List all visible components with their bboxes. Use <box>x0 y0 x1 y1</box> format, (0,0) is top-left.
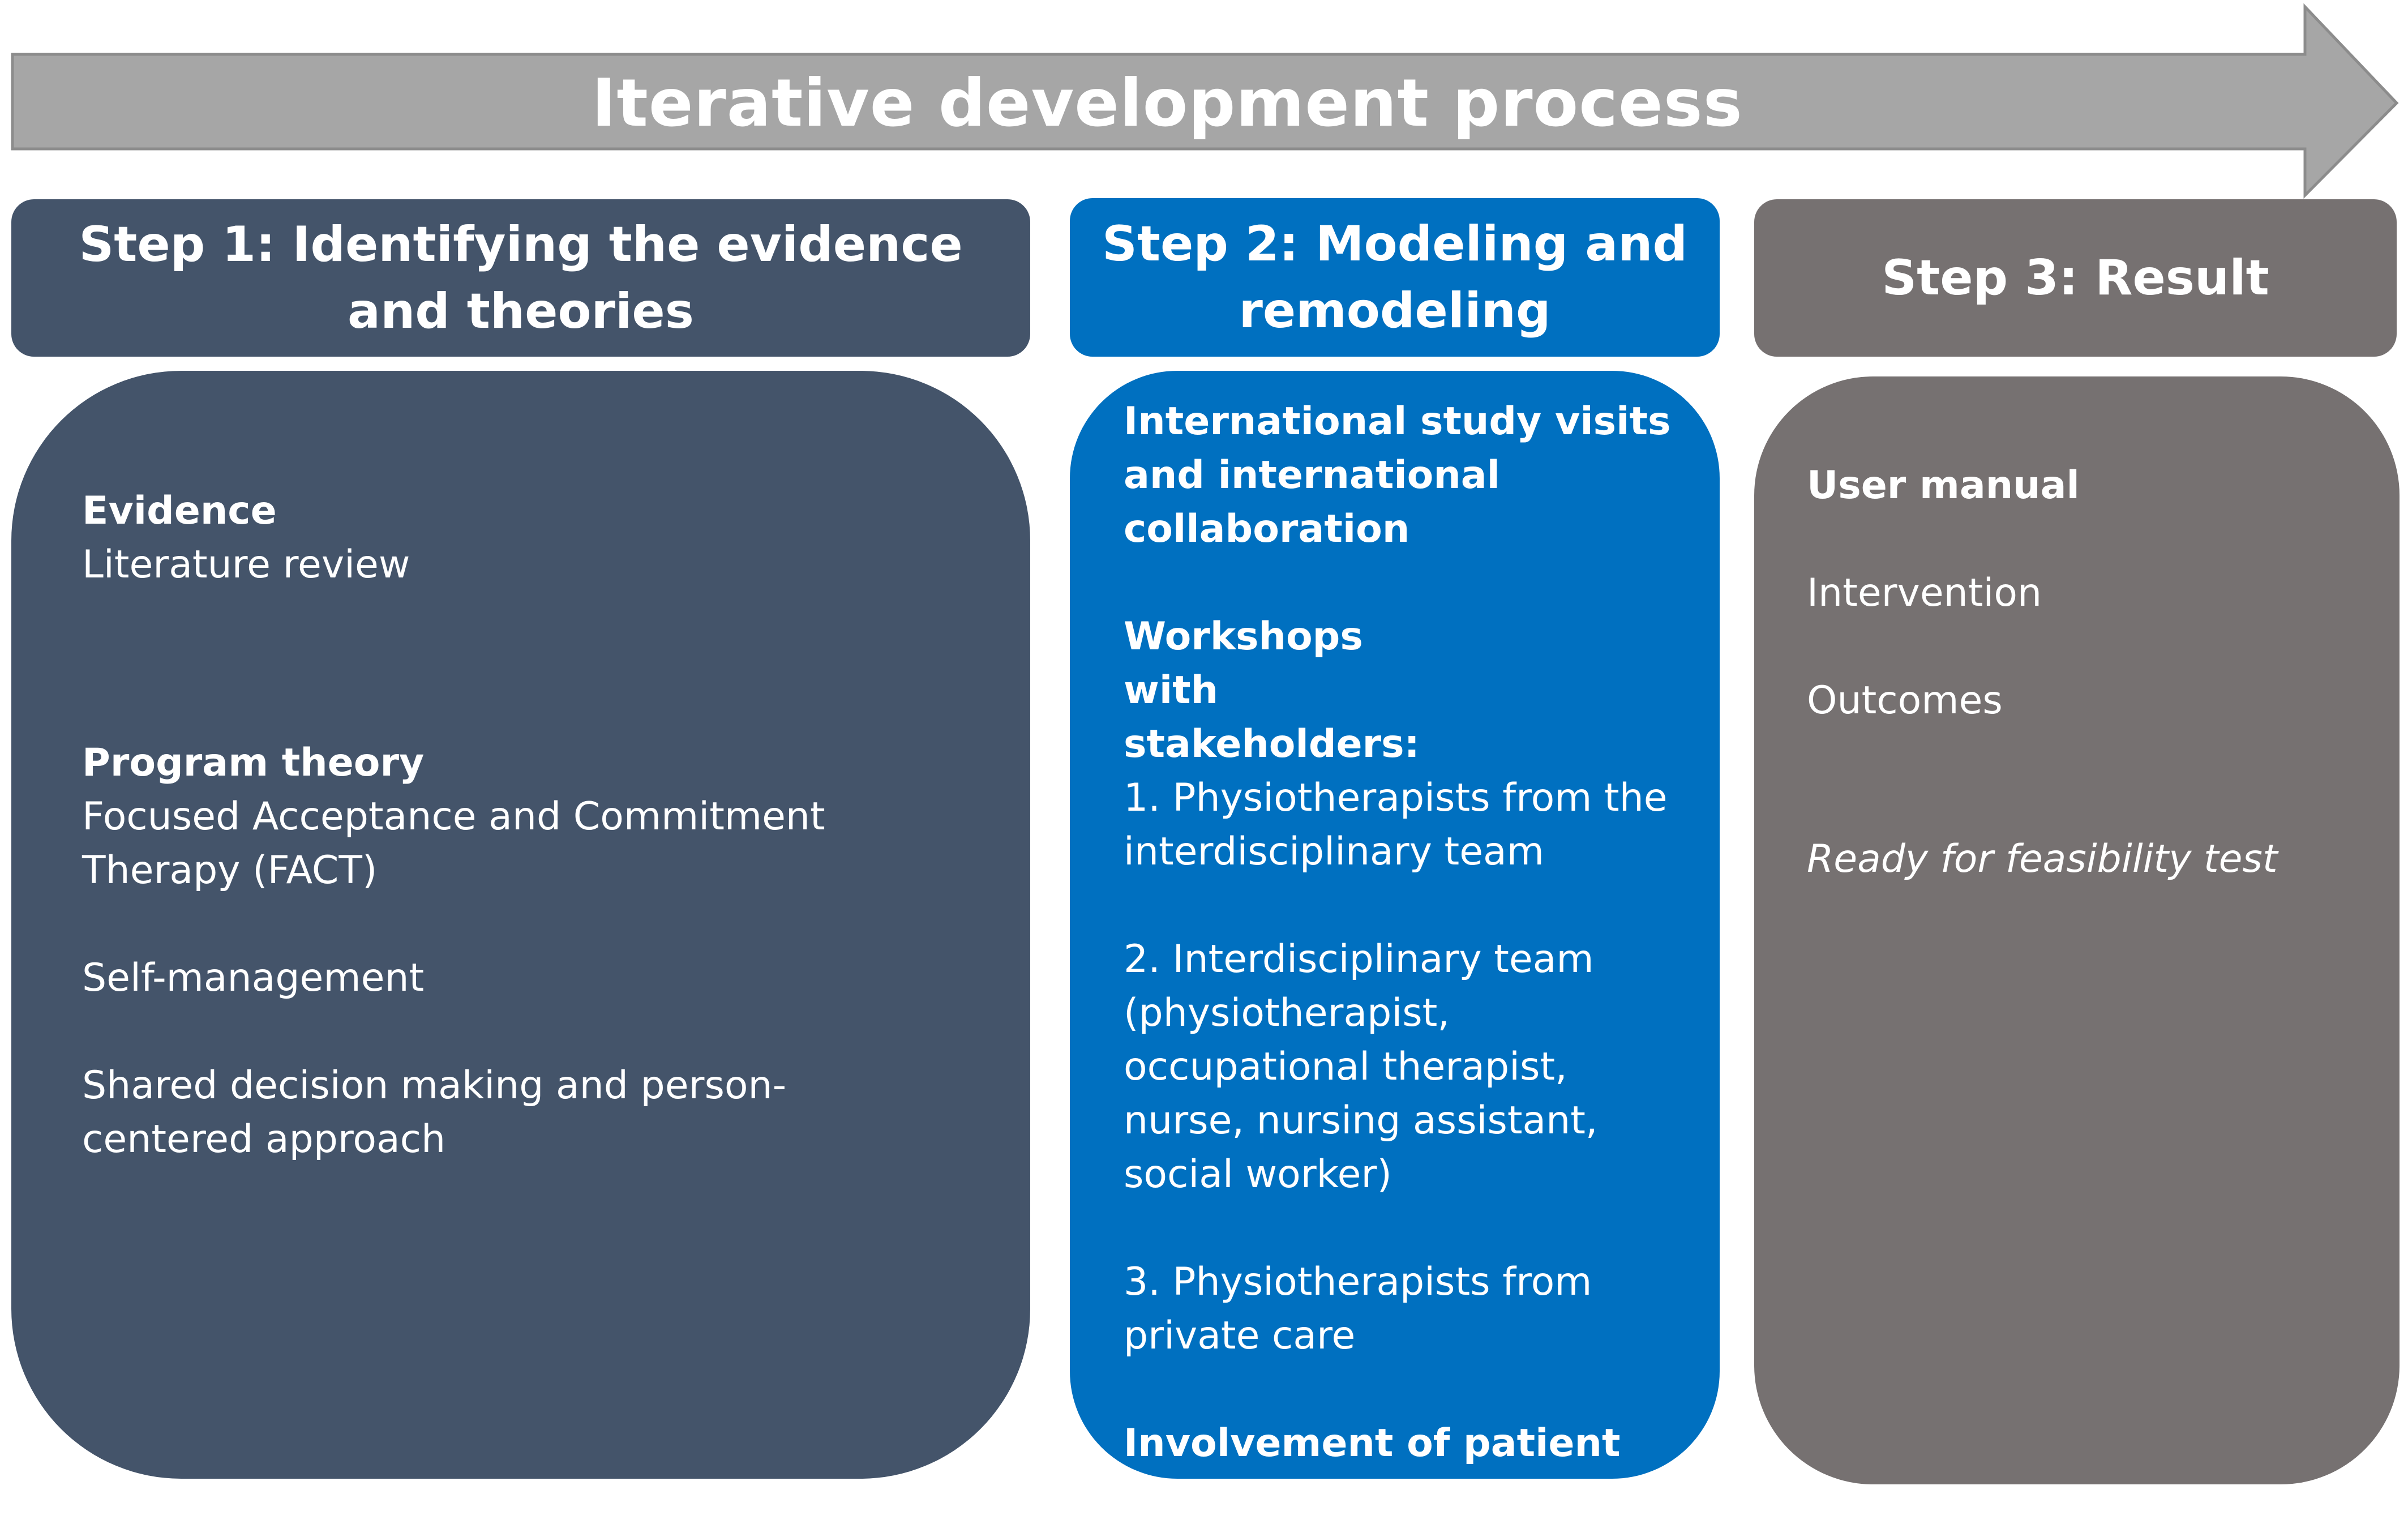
workshops-heading: Workshops with stakeholders: <box>1124 614 1420 767</box>
step-1-header: Step 1: Identifying the evidence and the… <box>11 199 1030 357</box>
step-2-header: Step 2: Modeling and remodeling <box>1070 198 1720 357</box>
outcomes-text: Outcomes <box>1807 678 2003 723</box>
user-manual-heading: User manual <box>1807 463 2080 508</box>
process-arrow <box>11 3 2399 199</box>
step-1-panel: Evidence Literature review Program theor… <box>11 371 1030 1479</box>
intervention-text: Intervention <box>1807 571 2042 615</box>
shared-decision-text: Shared decision making and person-center… <box>82 1063 787 1162</box>
step-1-title: Step 1: Identifying the evidence and the… <box>79 216 963 340</box>
feasibility-note: Ready for feasibility test <box>1807 837 2278 881</box>
evidence-heading: Evidence <box>82 489 277 533</box>
workshop-item-3: 3. Physiotherapists from private care <box>1124 1260 1592 1358</box>
patient-partners-heading: Involvement of patient research partners <box>1124 1421 1621 1519</box>
step-2-title: Step 2: Modeling and remodeling <box>1102 216 1688 339</box>
program-theory-body: Focused Acceptance and Commitment Therap… <box>82 794 825 893</box>
process-title: Iterative development process <box>592 65 1743 142</box>
step-3-panel: User manual Intervention Outcomes Ready … <box>1754 376 2400 1484</box>
step-2-panel: International study visits and internati… <box>1070 371 1720 1519</box>
workshop-item-2: 2. Interdisciplinary team (physiotherapi… <box>1124 937 1598 1197</box>
study-visits-heading: International study visits and internati… <box>1124 399 1671 551</box>
workshop-item-1: 1. Physiotherapists from the interdiscip… <box>1124 776 1668 874</box>
self-management-text: Self-management <box>82 956 425 1000</box>
program-theory-heading: Program theory <box>82 740 425 785</box>
step-3-title: Step 3: Result <box>1882 250 2269 306</box>
evidence-body: Literature review <box>82 542 410 587</box>
step-3-header: Step 3: Result <box>1754 199 2397 357</box>
process-arrow-shape <box>11 3 2399 199</box>
